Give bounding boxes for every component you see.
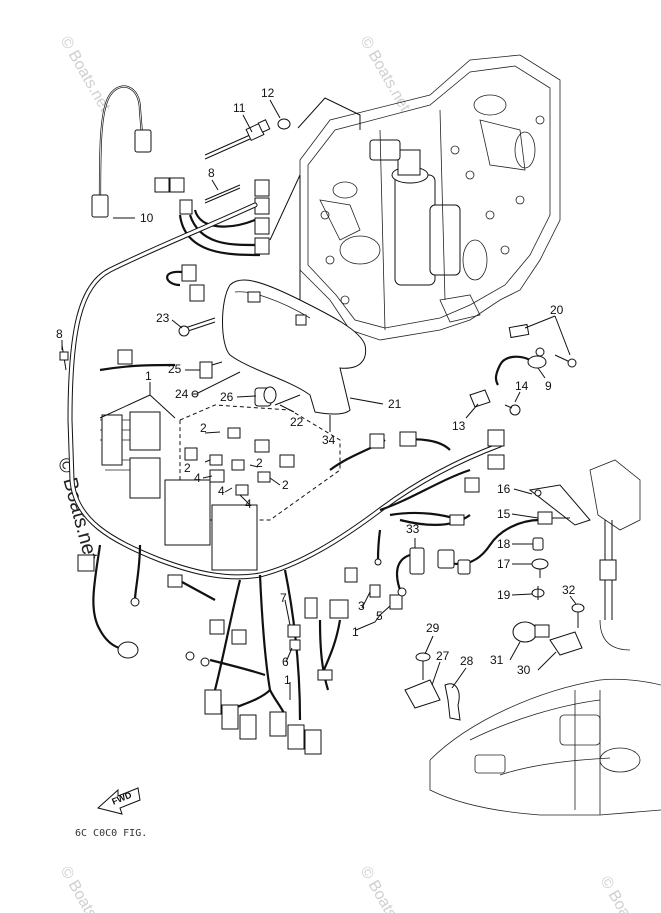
leader-lines: [61, 99, 577, 700]
part-19-bolt: [531, 586, 545, 600]
callout-14: 14: [515, 379, 529, 393]
callout-8-top: 8: [208, 166, 215, 180]
callout-9: 9: [545, 379, 552, 393]
callout-4-a: 4: [194, 471, 201, 485]
part-21-cover-bracket: [222, 279, 367, 415]
svg-text:© Boats.net: © Boats.net: [357, 34, 414, 116]
callout-34: 34: [322, 433, 336, 447]
callout-4-c: 4: [245, 497, 252, 511]
left-sensor-lead: [77, 544, 142, 659]
watermark-bottom-center: © Boats.net: [357, 864, 414, 913]
part-12-o-ring: [277, 118, 291, 130]
callout-29: 29: [426, 621, 440, 635]
lower-harness-branches: [167, 569, 322, 755]
connector-group: [184, 427, 295, 496]
svg-text:© Boats.net: © Boats.net: [357, 864, 414, 913]
callout-28: 28: [460, 654, 474, 668]
callout-3: 3: [358, 599, 365, 613]
callout-16: 16: [497, 482, 511, 496]
callout-1-bottom: 1: [284, 673, 291, 687]
watermark-top-center: © Boats.net: [357, 34, 414, 116]
engine-block: [299, 54, 561, 341]
callout-12: 12: [261, 86, 275, 100]
part-11-sensor: [204, 119, 271, 160]
callout-21: 21: [388, 397, 402, 411]
watermark-main: © Boats.net: [53, 456, 101, 563]
part-33-fuse-holder: [374, 529, 425, 597]
callout-13: 13: [452, 419, 466, 433]
callout-2-c: 2: [282, 478, 289, 492]
part-27-bracket: [404, 679, 441, 709]
right-branch-wires: [329, 429, 505, 527]
callout-2-b: 2: [256, 456, 263, 470]
part-28-switch: [444, 683, 461, 721]
svg-text:© Boats.net: © Boats.net: [57, 864, 114, 913]
watermark-bottom-right: © Boats.net: [597, 874, 654, 913]
shift-switch-lead: [437, 518, 541, 575]
part-32-bolt: [571, 603, 585, 628]
part-25-clip: [199, 361, 213, 379]
callout-2-d: 2: [184, 461, 191, 475]
bottom-cowling: [429, 678, 661, 816]
part-18-collar: [532, 537, 544, 551]
part-30-plate: [549, 631, 583, 656]
svg-text:© Boats.net: © Boats.net: [57, 34, 114, 116]
watermark-bottom-left: © Boats.net: [57, 864, 114, 913]
callout-26: 26: [220, 390, 234, 404]
callout-8-left: 8: [56, 327, 63, 341]
part-8-cable-tie-left: [59, 344, 69, 371]
callout-24: 24: [175, 387, 189, 401]
callout-labels: 11 12 8 10 8 23 25 1 24 26 22 21 34 20 9…: [56, 86, 576, 687]
part-24-tie: [197, 371, 241, 394]
callout-1-mid: 1: [352, 625, 359, 639]
part-31-neutral-switch: [512, 621, 550, 643]
part-20-sensor: [508, 323, 577, 368]
part-10-wire-lead: [91, 85, 152, 218]
part-14-bolt: [504, 404, 521, 416]
svg-text:© Boats.net: © Boats.net: [597, 874, 654, 913]
callout-31: 31: [490, 653, 504, 667]
figure-code: 6C C0C0 FIG.: [75, 828, 147, 839]
callout-25: 25: [168, 362, 182, 376]
callout-11: 11: [233, 101, 246, 115]
connector-group-box: [179, 404, 341, 521]
callout-7: 7: [280, 591, 287, 605]
part-8-cable-tie-top: [204, 184, 241, 204]
middle-connectors: [287, 567, 403, 691]
callout-32: 32: [562, 583, 576, 597]
part-17-screw: [531, 558, 549, 578]
part-23-bolt: [178, 317, 216, 337]
callout-2-a: 2: [200, 421, 207, 435]
callout-18: 18: [497, 537, 511, 551]
fwd-arrow: FWD: [96, 787, 141, 815]
callout-10: 10: [140, 211, 154, 225]
callout-27: 27: [436, 649, 450, 663]
callout-30: 30: [517, 663, 531, 677]
relay-boxes: [100, 411, 258, 571]
callout-19: 19: [497, 588, 511, 602]
callout-1-top: 1: [145, 369, 152, 383]
callout-22: 22: [290, 415, 304, 429]
part-9-lead-wire: [494, 355, 547, 386]
callout-33: 33: [406, 522, 420, 536]
callout-15: 15: [497, 507, 511, 521]
sub-harness-connectors: [154, 177, 270, 302]
part-16-bracket: [528, 484, 591, 526]
shift-rod: [589, 459, 641, 651]
callout-20: 20: [550, 303, 564, 317]
part-29-bolt: [415, 652, 431, 680]
callout-6: 6: [282, 655, 289, 669]
callout-4-b: 4: [218, 484, 225, 498]
svg-text:© Boats.net: © Boats.net: [53, 456, 101, 563]
main-wire-harness: [67, 202, 503, 580]
part-22-tie: [274, 394, 301, 406]
watermark-top-left: © Boats.net: [57, 34, 114, 116]
callout-5: 5: [376, 609, 383, 623]
callout-23: 23: [156, 311, 170, 325]
callout-17: 17: [497, 557, 511, 571]
part-13-clamp: [469, 389, 491, 408]
part-26-grommet: [254, 386, 277, 407]
part-15-switch: [537, 511, 570, 525]
